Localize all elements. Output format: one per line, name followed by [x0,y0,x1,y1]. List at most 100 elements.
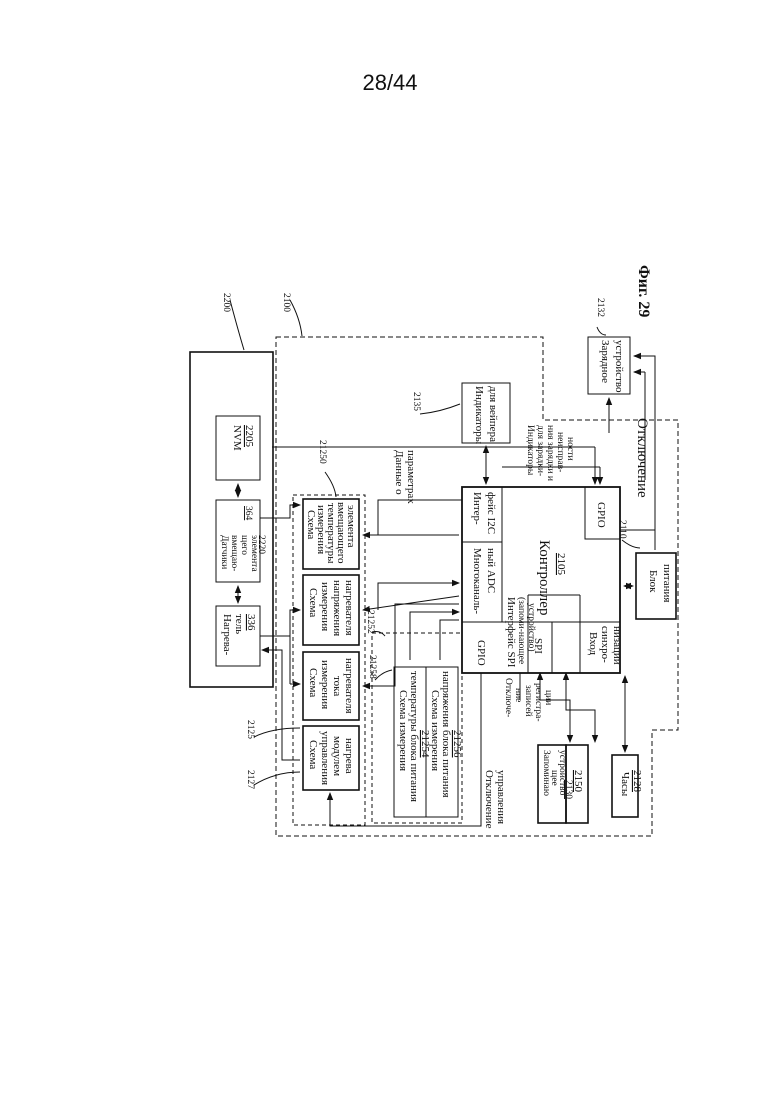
svg-text:питания: питания [661,564,673,602]
charge-indicators-label: Индикаторы для зарядки- ния зарядки и не… [525,425,575,481]
ref-21252: 21252 [365,610,375,634]
svg-text:щего: щего [239,535,249,555]
heater-control-label: Схема управления модулем нагрева [307,731,355,785]
svg-text:параметрах: параметрах [405,450,417,504]
svg-text:Отключе-: Отключе- [503,678,513,717]
heater-label: Нагрева- тель 336 [221,614,257,656]
adc-label: Многоканаль- ный ADC [471,548,497,614]
gpio-left-label: GPIO [475,640,487,666]
current-measure-label: Схема измерения тока нагревателя [307,658,355,714]
svg-text:нагревателя: нагревателя [343,658,355,714]
ref-21250: 21250 [317,440,327,464]
svg-text:модулем: модулем [331,736,343,776]
svg-text:Контроллер: Контроллер [536,540,552,615]
controller-label: Контроллер 2105 [536,540,567,615]
svg-text:Схема: Схема [307,740,319,769]
ref-2150: 2150 [572,770,584,793]
ref-2125: 2125 [245,720,255,739]
svg-text:Интерфейс SPI: Интерфейс SPI [505,597,517,668]
svg-text:устройство: устройство [613,340,625,393]
gpio-top-label: GPIO [595,502,607,528]
ref-2110: 2110 [617,520,627,539]
svg-text:записей: записей [523,685,534,717]
svg-text:Схема измерения: Схема измерения [397,690,409,771]
svg-text:Вход: Вход [587,632,599,655]
svg-text:вмещаю-: вмещаю- [229,535,239,571]
ref-2200: 2200 [221,293,231,312]
svg-text:элемента: элемента [345,505,357,548]
svg-text:Многоканаль-: Многоканаль- [471,548,483,614]
param-data-label: Данные о параметрах [393,450,417,504]
nvm-label: NVM 2205 [231,425,255,451]
ref-2132: 2132 [595,298,605,317]
svg-text:Часы: Часы [619,772,631,797]
clock-label: Часы 2128 [619,770,643,797]
charger-label: Зарядное устройство [599,340,625,393]
svg-text:Индикаторы: Индикаторы [525,425,535,476]
svg-text:неисправ-: неисправ- [555,432,565,472]
svg-text:синхро-: синхро- [599,626,611,663]
control-disconnect-label: Отключение управления [483,770,507,829]
svg-text:2205: 2205 [243,425,255,448]
svg-text:2130: 2130 [563,780,573,799]
svg-text:Схема: Схема [307,668,319,697]
svg-text:2128: 2128 [631,770,643,793]
svg-text:низации: низации [611,626,623,665]
svg-text:Интер-: Интер- [471,492,483,525]
ref-2135: 2135 [411,392,421,411]
svg-text:Датчики: Датчики [219,535,229,569]
svg-text:336: 336 [245,614,257,631]
svg-text:(запоми-нающее: (запоми-нающее [516,597,527,664]
ref-2100: 2100 [281,293,291,312]
svg-text:напряжения блока питания: напряжения блока питания [440,671,452,798]
svg-text:управления: управления [319,731,331,785]
svg-text:364: 364 [243,506,253,521]
temp-measure-label: Схема измерения температуры вмещающего э… [305,502,357,564]
svg-text:регистра-: регистра- [533,683,543,722]
svg-text:ние: ние [513,688,523,702]
svg-text:Зарядное: Зарядное [599,340,611,383]
sensors-label: Датчики вмещаю- щего элемента 2220 364 [219,506,266,572]
ref-21258: 21258 [367,655,377,679]
spi-iface-label: Интерфейс SPI (запоми-нающее устройство) [505,597,537,668]
svg-text:Нагрева-: Нагрева- [221,614,233,656]
wafer-indicators-block [462,383,510,443]
svg-text:Данные о: Данные о [393,450,405,495]
svg-text:тель: тель [233,614,245,634]
svg-text:21256: 21256 [451,730,463,758]
svg-text:напряжения: напряжения [331,580,343,636]
svg-text:Отключение: Отключение [483,770,495,829]
storage-label: Запоминаю щее устройство 2130 [541,750,573,799]
spi-label: SPI [532,638,544,654]
svg-text:Блок: Блок [647,570,659,593]
disconnect-label: Отключение [634,418,650,498]
svg-text:измерения: измерения [319,582,331,631]
svg-text:для зарядки-: для зарядки- [535,425,545,476]
svg-text:ности: ности [565,437,575,461]
ref-2127: 2127 [245,770,255,789]
svg-text:температуры блока питания: температуры блока питания [408,671,420,802]
svg-text:нагрева: нагрева [343,738,355,774]
svg-text:Схема измерения: Схема измерения [429,690,441,771]
svg-text:ции: ции [543,690,553,705]
svg-text:NVM: NVM [231,425,243,451]
sync-in-label: Вход синхро- низации [587,626,623,665]
voltage-measure-label: Схема измерения напряжения нагревателя [307,580,355,636]
svg-text:для вейпера: для вейпера [487,386,499,442]
i2c-label: Интер- фейс I2C [471,492,497,534]
wafer-indicators-label: Индикаторы для вейпера [473,386,499,445]
svg-text:2220: 2220 [256,535,266,554]
svg-text:тока: тока [331,676,343,696]
logging-disconnect-label: Отключе- ние записей регистра- ции [503,678,553,722]
svg-text:Схема: Схема [307,588,319,617]
svg-text:Индикаторы: Индикаторы [473,386,485,445]
svg-text:ния зарядки и: ния зарядки и [545,425,555,481]
svg-text:ный ADC: ный ADC [485,548,497,593]
svg-text:фейс I2C: фейс I2C [485,492,497,534]
svg-text:нагревателя: нагревателя [343,580,355,636]
svg-text:измерения: измерения [319,660,331,709]
power-unit-label: Блок питания [647,564,673,602]
svg-text:2105: 2105 [555,553,567,576]
figure-label: Фиг. 29 [635,265,652,317]
